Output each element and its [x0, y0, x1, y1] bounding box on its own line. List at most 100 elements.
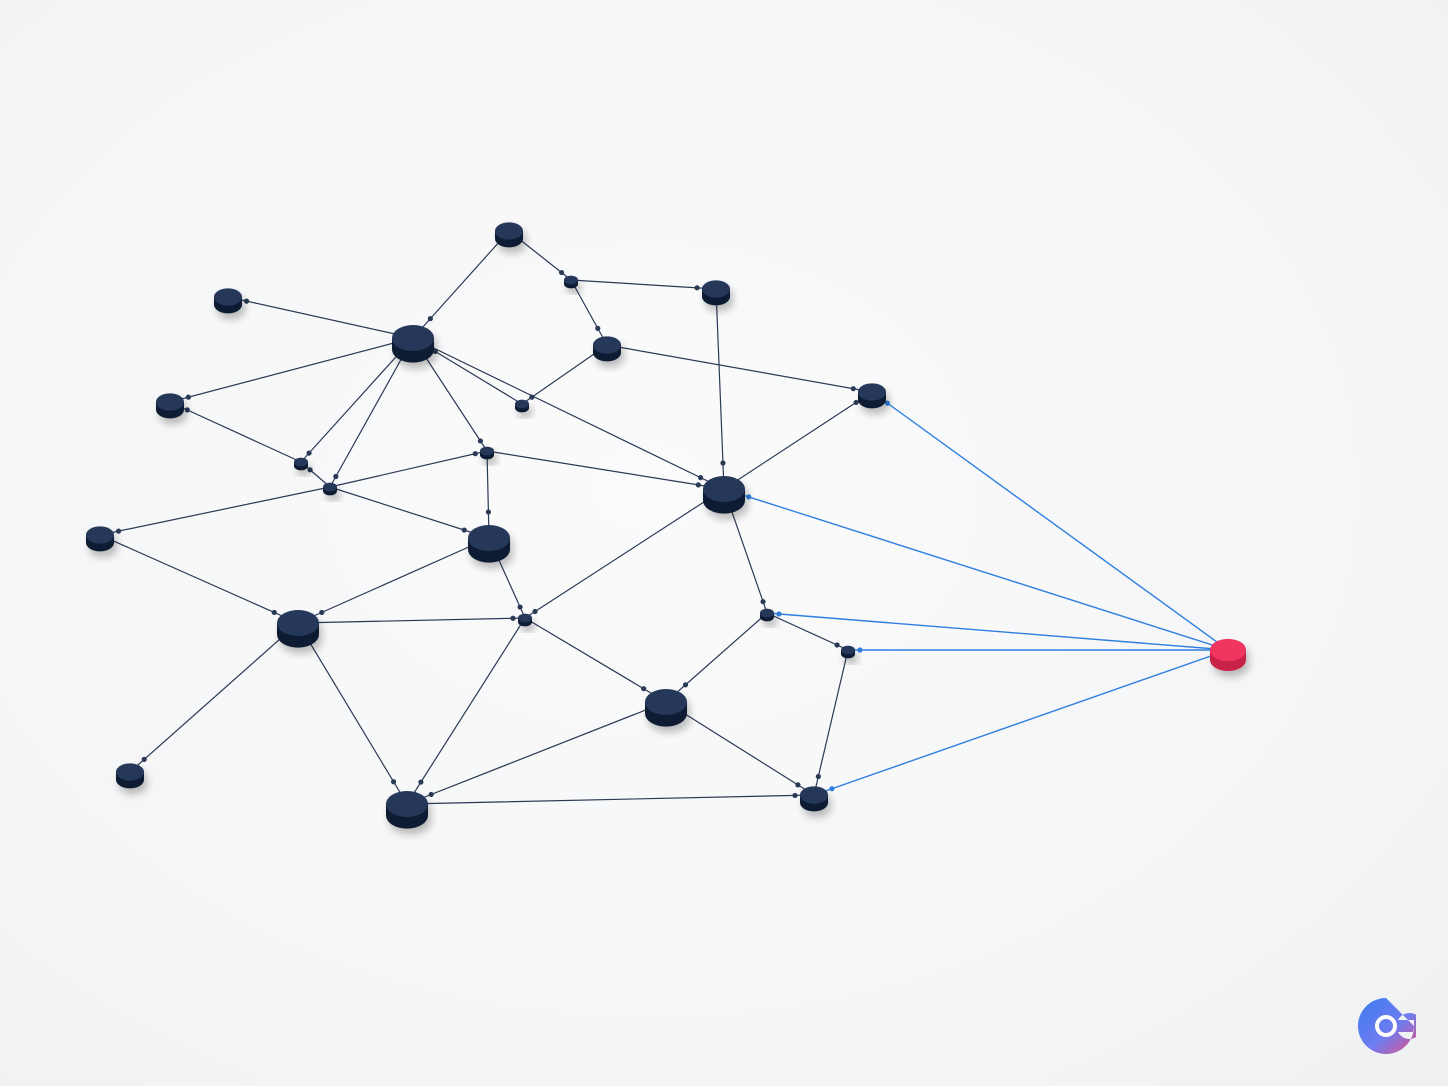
graph-edge [406, 617, 526, 805]
highlighted-edge [813, 649, 1229, 796]
edge-connector-dot [694, 285, 700, 291]
graph-edge [329, 450, 488, 488]
edge-connector-dot [184, 407, 190, 413]
graph-edge [723, 391, 873, 490]
edge-connector-dot [390, 779, 397, 785]
graph-edge [412, 230, 510, 339]
graph-node[interactable] [214, 288, 243, 314]
edge-connector-dot [428, 791, 434, 798]
edge-connector-dot [792, 792, 798, 799]
graph-node[interactable] [116, 763, 144, 789]
graph-edge [406, 794, 815, 805]
highlighted-edges-layer [723, 391, 1229, 796]
edge-connector-dot [461, 527, 467, 533]
graph-node[interactable] [858, 383, 886, 409]
graph-edge [297, 617, 526, 624]
edge-connector-dot [595, 325, 601, 331]
edge-connector-dot [834, 642, 840, 648]
graph-edge [99, 534, 299, 624]
graph-edge [169, 337, 414, 403]
edge-connector-dot [319, 609, 325, 616]
graph-edge [297, 537, 490, 624]
graph-edge [524, 488, 725, 619]
edge-connector-dot [243, 298, 250, 304]
edges-layer [99, 230, 873, 805]
edge-connector-dot [115, 528, 122, 534]
graph-node[interactable] [156, 393, 184, 419]
junction-node[interactable] [294, 457, 308, 471]
edge-connector-dot [746, 494, 752, 500]
brand-logo-icon [1358, 998, 1416, 1054]
edge-connector-dot [333, 473, 339, 480]
graph-edge [99, 486, 331, 536]
edge-connector-dot [472, 451, 478, 457]
edge-connector-dot [532, 608, 538, 615]
nodes-layer [86, 222, 1246, 829]
edge-connector-dot [271, 609, 277, 616]
graph-node[interactable] [800, 786, 828, 812]
graph-edge [169, 401, 302, 463]
graph-node[interactable] [468, 524, 510, 563]
graph-edge [665, 612, 768, 703]
edge-connector-dot [795, 782, 801, 788]
graph-edge [227, 296, 414, 339]
edge-connector-dot [695, 482, 701, 488]
edge-connector-dot [427, 316, 433, 322]
edge-connector-dot [307, 467, 313, 473]
graph-edge [412, 337, 725, 490]
junction-node[interactable] [480, 446, 494, 460]
edge-connector-dot [857, 647, 863, 653]
edge-connector-dot [682, 682, 689, 688]
graph-edge [570, 279, 717, 290]
graph-edge [813, 649, 849, 796]
edge-connector-dot [641, 686, 647, 692]
graph-edge [606, 344, 873, 393]
edge-connector-dot [720, 460, 726, 466]
graph-node[interactable] [495, 222, 523, 248]
junction-node[interactable] [515, 399, 529, 413]
graph-edge [406, 701, 667, 805]
graph-node[interactable] [702, 280, 730, 306]
graph-node[interactable] [86, 526, 115, 552]
edge-connector-dot [853, 399, 859, 406]
highlighted-edge [766, 612, 1229, 651]
graph-node[interactable] [645, 688, 687, 727]
graph-node[interactable] [386, 790, 428, 829]
edge-connector-dot [477, 438, 484, 444]
graph-edge [665, 701, 815, 796]
junction-node[interactable] [518, 613, 532, 627]
graph-edge [300, 337, 414, 463]
edge-connector-dot [850, 386, 856, 392]
edge-connector-dot [558, 269, 565, 276]
junction-node[interactable] [841, 645, 855, 659]
edge-connector-dot [698, 475, 704, 481]
junction-node[interactable] [760, 608, 774, 622]
edge-connector-dot [884, 400, 890, 406]
graph-node[interactable] [277, 609, 319, 648]
graph-edge [570, 279, 608, 346]
graph-edge [129, 622, 299, 773]
edge-connector-dot [760, 599, 766, 605]
graph-edge [297, 622, 408, 805]
edge-connector-dot [829, 786, 835, 792]
target-node[interactable] [1210, 638, 1246, 672]
graph-node[interactable] [392, 324, 434, 363]
edge-connector-dot [185, 394, 191, 400]
graph-edge [521, 344, 608, 405]
junction-node[interactable] [323, 482, 337, 496]
edge-connector-dot [529, 394, 535, 400]
edge-connector-dot [510, 615, 516, 621]
highlighted-edge [723, 488, 1229, 651]
graph-edge [329, 337, 414, 488]
edge-connector-dot [517, 604, 523, 610]
graph-edge [715, 288, 725, 490]
edge-connector-dot [306, 450, 312, 456]
edge-connector-dot [418, 779, 424, 785]
junction-node[interactable] [564, 275, 578, 289]
graph-edge [486, 450, 490, 539]
graph-edge [766, 612, 849, 651]
graph-node[interactable] [703, 475, 745, 514]
graph-node[interactable] [593, 336, 621, 362]
